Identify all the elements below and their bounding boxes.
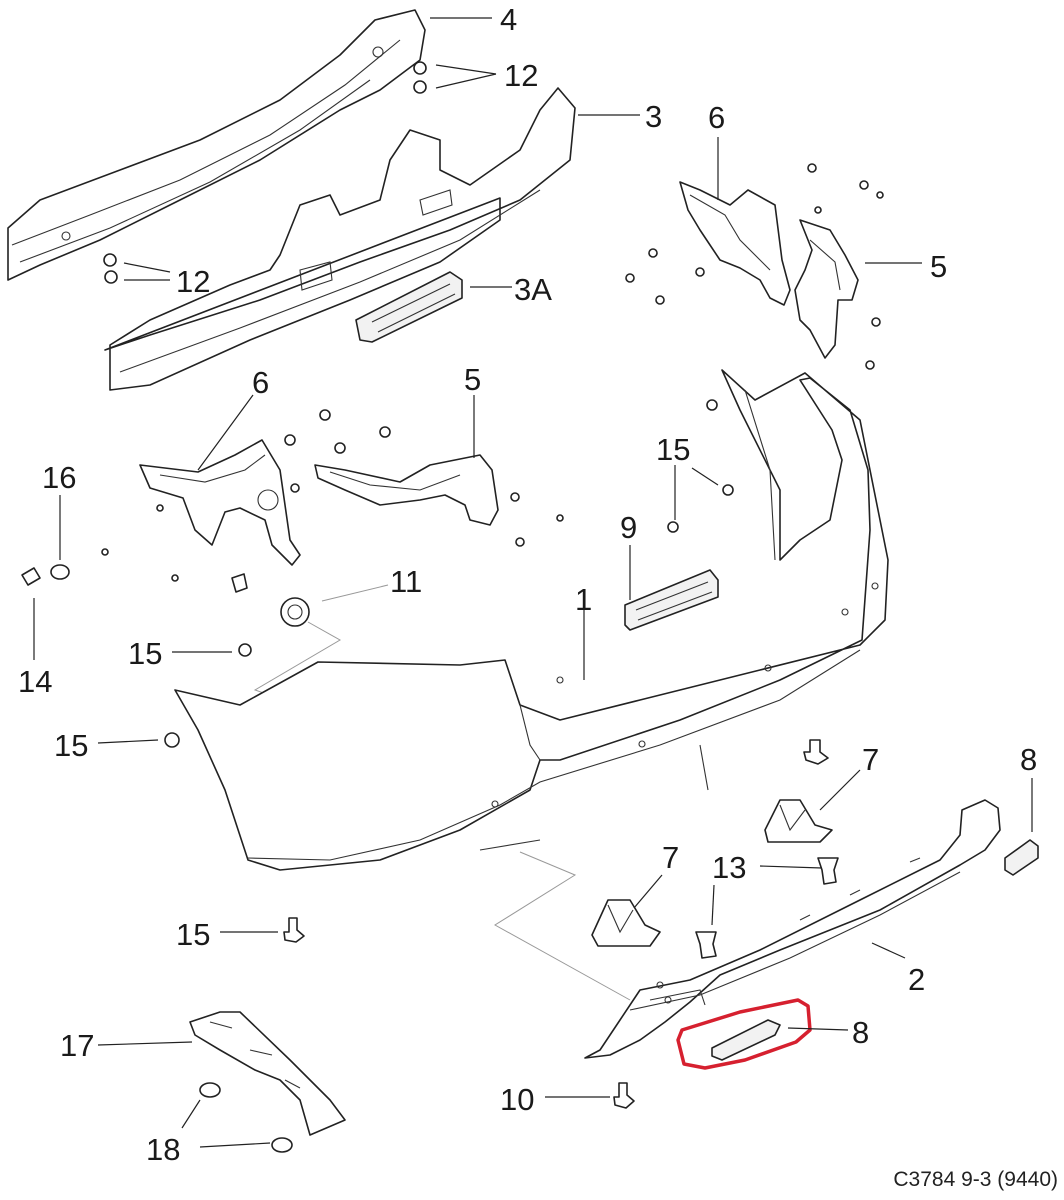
callout-3: 3 [645, 99, 662, 134]
part-18-grommets [199, 1082, 293, 1153]
fasteners-upper-right [625, 163, 884, 370]
part-2-lower-valance [584, 799, 1001, 1059]
callout-7-upper: 7 [862, 742, 879, 777]
part-5-bracket-left [314, 454, 499, 526]
part-7-bracket-upper [764, 799, 833, 843]
part-10-clip [613, 1082, 635, 1109]
part-13-clip-upper [817, 857, 839, 885]
leader-lines [33, 17, 1033, 1148]
callout-13: 13 [712, 850, 746, 885]
callout-3a: 3A [514, 272, 552, 307]
small-tab-left [231, 573, 248, 593]
callout-11: 11 [390, 564, 422, 599]
callout-15-left: 15 [128, 636, 162, 671]
callout-14: 14 [18, 664, 52, 699]
callout-6-upper: 6 [708, 100, 725, 135]
part-7-bracket-lower [591, 899, 661, 947]
callout-17: 17 [60, 1028, 94, 1063]
callout-10: 10 [500, 1082, 534, 1117]
highlight-outline [676, 998, 812, 1070]
callout-18: 18 [146, 1132, 180, 1167]
part-13-clip-lower [695, 931, 717, 959]
part-3a-bracket [355, 271, 463, 343]
callout-15-upper: 15 [656, 432, 690, 467]
part-12-nuts-lower [103, 253, 118, 284]
callout-12-upper: 12 [504, 58, 538, 93]
callout-15-lower: 15 [176, 917, 210, 952]
callout-1: 1 [575, 582, 592, 617]
fasteners-middle [101, 399, 734, 748]
part-1-bumper-cover [174, 369, 889, 1001]
callout-6-left: 6 [252, 365, 269, 400]
part-16-clip [50, 564, 70, 580]
callout-2: 2 [908, 962, 925, 997]
part-14-clip [21, 567, 41, 586]
figure-caption: C3784 9-3 (9440) [893, 1168, 1058, 1191]
callout-15-mid: 15 [54, 728, 88, 763]
part-6-bracket-right [679, 181, 791, 306]
part-8-reflector-right [1004, 839, 1039, 876]
part-15-clip-upper [803, 739, 829, 765]
part-17-heat-shield [189, 1011, 346, 1136]
callout-8-right: 8 [1020, 742, 1037, 777]
part-8-reflector-lower [711, 1019, 781, 1061]
callout-4: 4 [500, 2, 517, 37]
callout-16: 16 [42, 460, 76, 495]
part-5-bracket-right [794, 219, 859, 359]
part-15-clip-lower [283, 917, 305, 943]
part-6-bracket-left [139, 439, 301, 566]
callout-8-lower: 8 [852, 1015, 869, 1050]
callout-7-lower: 7 [662, 840, 679, 875]
callout-labels: 4 12 3 12 3A 6 5 6 5 16 15 9 11 1 14 15 … [18, 2, 1037, 1167]
callout-5-left: 5 [464, 362, 481, 397]
part-3-energy-absorber [104, 87, 576, 391]
callout-9: 9 [620, 510, 637, 545]
callout-5-upper: 5 [930, 249, 947, 284]
part-4-reinforcement-beam [7, 9, 426, 281]
part-9-bracket [624, 569, 719, 631]
part-12-nuts-upper [413, 61, 427, 94]
callout-12-lower: 12 [176, 264, 210, 299]
